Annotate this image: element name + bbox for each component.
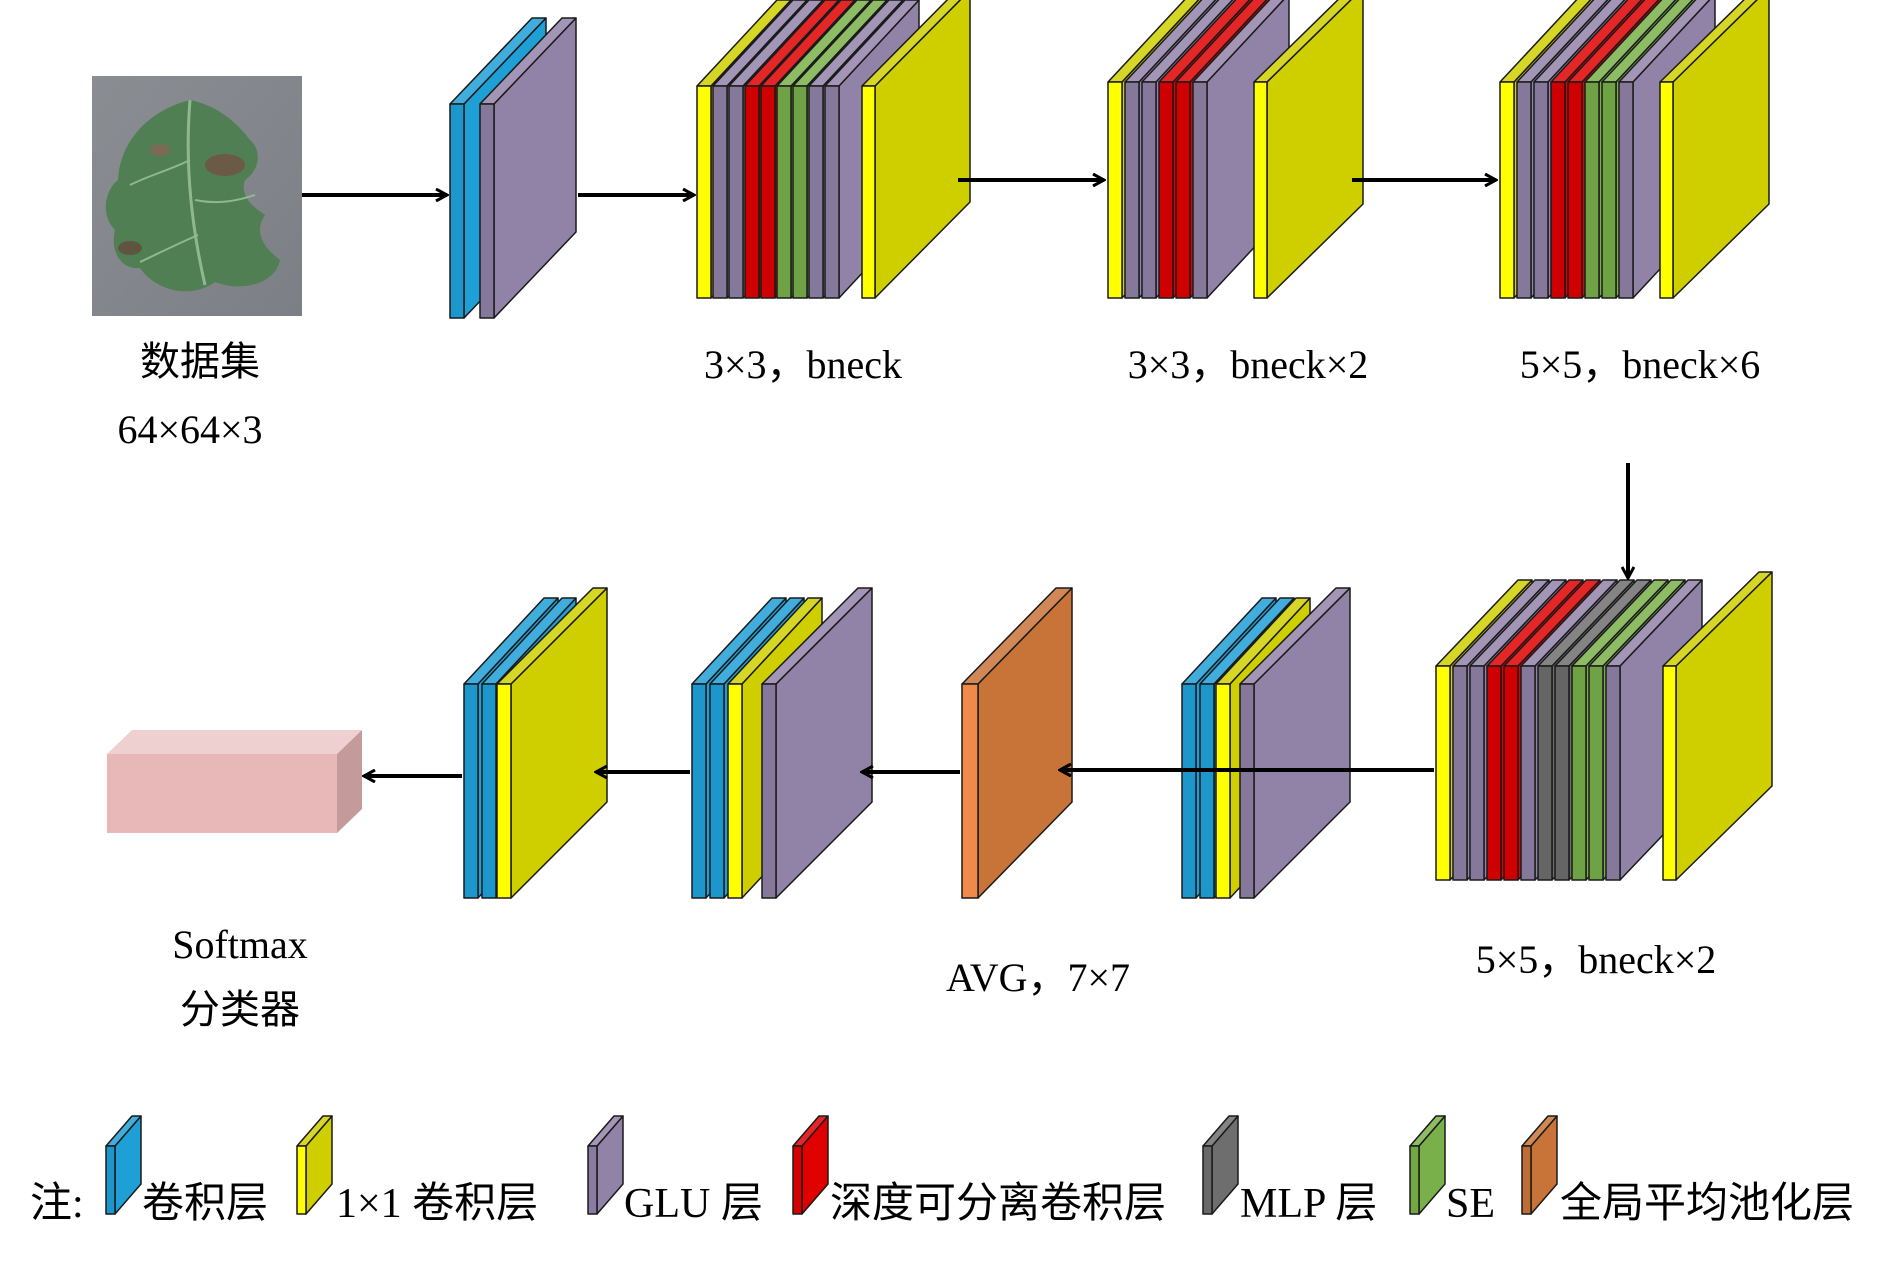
stem-conv-slab-edge bbox=[449, 103, 465, 319]
legend-swatch-mlp-edge bbox=[1202, 1145, 1213, 1215]
block2-slab-1-edge bbox=[1107, 81, 1123, 299]
block4-slab-11-edge bbox=[1605, 665, 1621, 881]
block2-slab-6-edge bbox=[1192, 81, 1208, 299]
legend-swatch-depthwise bbox=[792, 1115, 829, 1215]
block1-slab-4-edge bbox=[744, 85, 760, 299]
block1-slab-5-edge bbox=[760, 85, 776, 299]
block4-slab-4-edge bbox=[1486, 665, 1502, 881]
block3-slab-1-edge bbox=[1499, 81, 1515, 299]
block1-slab-7-edge bbox=[792, 85, 808, 299]
block4-slab-7-edge bbox=[1537, 665, 1553, 881]
block4-slab-9-edge bbox=[1571, 665, 1587, 881]
head-conv-slab-edge bbox=[1181, 683, 1197, 899]
fc-conv-slab-2-edge bbox=[709, 683, 725, 899]
block1-slab-6-edge bbox=[776, 85, 792, 299]
stem-glu-slab-edge bbox=[479, 103, 495, 319]
dataset-name-label: 数据集 bbox=[140, 339, 260, 384]
head-conv-slab-2-edge bbox=[1199, 683, 1215, 899]
block2-slab-5-edge bbox=[1175, 81, 1191, 299]
block2-slab-final-edge bbox=[1253, 81, 1268, 299]
layer-slabs bbox=[449, 0, 1773, 899]
block1-slab-3-edge bbox=[728, 85, 744, 299]
legend-swatch-conv-edge bbox=[105, 1145, 116, 1215]
block3-slab-3-edge bbox=[1533, 81, 1549, 299]
block2-slab-final bbox=[1253, 0, 1364, 299]
block4-label: 5×5，bneck×2 bbox=[1475, 937, 1717, 982]
legend-label-gap: 全局平均池化层 bbox=[1560, 1181, 1855, 1227]
block1-slab-2-edge bbox=[712, 85, 728, 299]
block2-slab-2-edge bbox=[1124, 81, 1140, 299]
block4-slab-10-edge bbox=[1588, 665, 1604, 881]
classifier-label: 分类器 bbox=[180, 987, 300, 1032]
legend-swatch-gap bbox=[1521, 1115, 1558, 1215]
out-conv1x1-slab-edge bbox=[496, 683, 512, 899]
legend-swatch-depthwise-edge bbox=[792, 1145, 803, 1215]
block4-slab-3-edge bbox=[1469, 665, 1485, 881]
head-glu-slab bbox=[1239, 587, 1351, 899]
block1-slab-1-edge bbox=[696, 85, 712, 299]
block1-slab-8-edge bbox=[808, 85, 824, 299]
block4-slab-final bbox=[1662, 571, 1773, 881]
gap-slab-edge bbox=[961, 683, 979, 899]
legend-swatches bbox=[105, 1115, 1558, 1215]
block4-slab-final-edge bbox=[1662, 665, 1677, 881]
legend-swatch-conv1x1-edge bbox=[296, 1145, 307, 1215]
dataset-size-label: 64×64×3 bbox=[117, 407, 263, 452]
legend-label-depthwise: 深度可分离卷积层 bbox=[830, 1181, 1167, 1227]
avg-label: AVG，7×7 bbox=[945, 955, 1131, 1000]
block4-slab-8-edge bbox=[1554, 665, 1570, 881]
block2-label: 3×3，bneck×2 bbox=[1127, 342, 1369, 387]
block3-slab-7-edge bbox=[1601, 81, 1617, 299]
block1-slab-final-edge bbox=[861, 85, 876, 299]
stem-glu-slab bbox=[479, 17, 577, 319]
legend-label-mlp: MLP 层 bbox=[1240, 1181, 1378, 1227]
block2-slab-4-edge bbox=[1158, 81, 1174, 299]
fc-glu-slab bbox=[761, 587, 873, 899]
block3-label: 5×5，bneck×6 bbox=[1519, 342, 1761, 387]
softmax-label: Softmax bbox=[172, 922, 308, 967]
block4-slab-2-edge bbox=[1452, 665, 1468, 881]
fc-glu-slab-edge bbox=[761, 683, 777, 899]
out-conv-slab-2-edge bbox=[481, 683, 497, 899]
block2-slab-3-edge bbox=[1141, 81, 1157, 299]
block1-slab-9-edge bbox=[824, 85, 840, 299]
gap-slab bbox=[961, 587, 1073, 899]
block4-slab-1-edge bbox=[1435, 665, 1451, 881]
fc-conv-slab-edge bbox=[691, 683, 707, 899]
legend-prefix: 注: bbox=[30, 1181, 84, 1227]
softmax-box bbox=[107, 730, 362, 833]
out-conv-slab-edge bbox=[463, 683, 479, 899]
legend-swatch-gap-edge bbox=[1521, 1145, 1532, 1215]
legend-swatch-glu bbox=[587, 1115, 624, 1215]
block3-slab-2-edge bbox=[1516, 81, 1532, 299]
head-conv1x1-slab-edge bbox=[1215, 683, 1231, 899]
block3-slab-8-edge bbox=[1618, 81, 1634, 299]
block4-slab-5-edge bbox=[1503, 665, 1519, 881]
legend-swatch-se-edge bbox=[1409, 1145, 1420, 1215]
legend-swatch-conv1x1 bbox=[296, 1115, 333, 1215]
legend-label-conv1x1: 1×1 卷积层 bbox=[336, 1181, 539, 1227]
legend-swatch-se bbox=[1409, 1115, 1446, 1215]
legend-label-glu: GLU 层 bbox=[624, 1181, 763, 1227]
legend-swatch-conv bbox=[105, 1115, 142, 1215]
head-glu-slab-edge bbox=[1239, 683, 1255, 899]
block4-slab-6-edge bbox=[1520, 665, 1536, 881]
legend-label-se: SE bbox=[1446, 1181, 1496, 1227]
out-conv1x1-slab bbox=[496, 587, 608, 899]
block1-label: 3×3，bneck bbox=[703, 342, 903, 387]
block1-slab-final bbox=[861, 0, 971, 299]
legend-swatch-glu-edge bbox=[587, 1145, 598, 1215]
legend-label-conv: 卷积层 bbox=[142, 1181, 269, 1227]
block3-slab-final bbox=[1659, 0, 1770, 299]
tomato-leaf-image bbox=[92, 76, 302, 316]
flow-arrows bbox=[302, 180, 1628, 776]
legend-swatch-mlp bbox=[1202, 1115, 1239, 1215]
block3-slab-6-edge bbox=[1584, 81, 1600, 299]
block3-slab-5-edge bbox=[1567, 81, 1583, 299]
block3-slab-final-edge bbox=[1659, 81, 1674, 299]
block3-slab-4-edge bbox=[1550, 81, 1566, 299]
fc-conv1x1-slab-edge bbox=[727, 683, 743, 899]
